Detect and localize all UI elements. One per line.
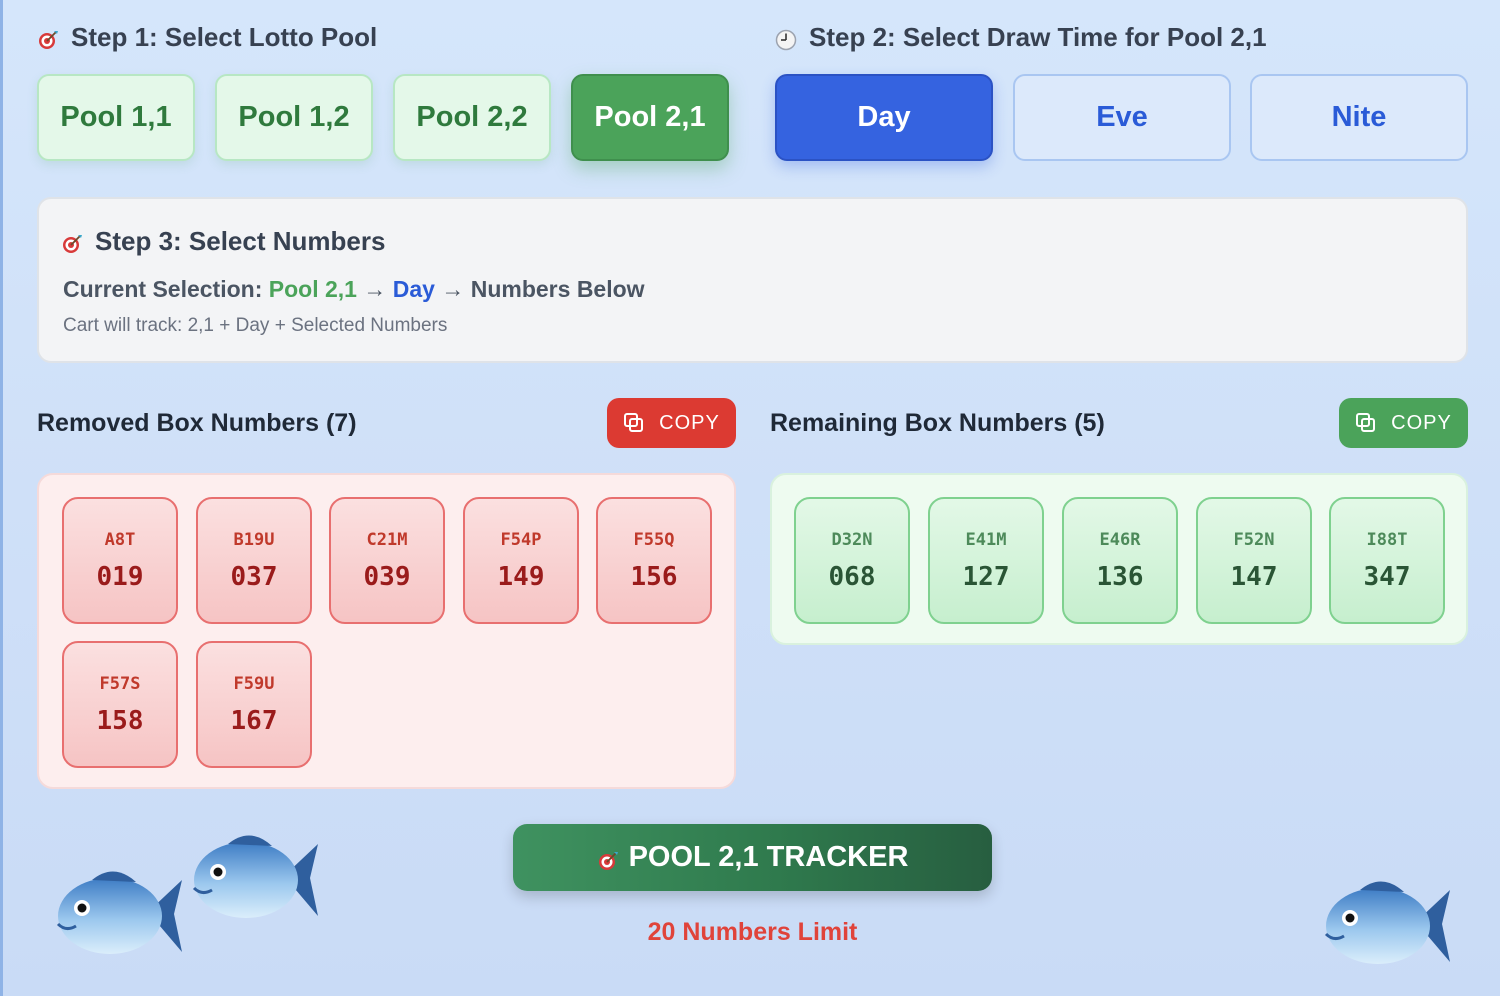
copy-removed-button[interactable]: COPY bbox=[607, 398, 736, 448]
time-button-nite[interactable]: Nite bbox=[1250, 74, 1468, 161]
tile-code: F57S bbox=[99, 673, 141, 694]
tile-code: C21M bbox=[366, 529, 408, 550]
tile-code: F52N bbox=[1233, 529, 1275, 550]
step3-title: Step 3: Select Numbers bbox=[95, 226, 386, 256]
pool-button-2-2[interactable]: Pool 2,2 bbox=[393, 74, 551, 161]
time-button-eve[interactable]: Eve bbox=[1013, 74, 1231, 161]
removed-number-tile[interactable]: F55Q 156 bbox=[596, 497, 712, 624]
tile-number: 136 bbox=[1096, 561, 1144, 592]
tile-number: 147 bbox=[1230, 561, 1278, 592]
arrow-icon: → bbox=[441, 276, 465, 302]
tile-code: F54P bbox=[500, 529, 542, 550]
target-icon bbox=[61, 231, 83, 253]
removed-title: Removed Box Numbers (7) bbox=[37, 409, 357, 437]
pool-button-1-2[interactable]: Pool 1,2 bbox=[215, 74, 373, 161]
removed-number-tile[interactable]: F57S 158 bbox=[62, 641, 178, 768]
current-label: Current Selection: bbox=[63, 276, 263, 302]
pool-label: Pool 2,1 bbox=[594, 101, 706, 133]
copy-icon bbox=[1356, 413, 1376, 432]
step3-heading: Step 3: Select Numbers bbox=[61, 226, 385, 257]
pool-label: Pool 2,2 bbox=[416, 101, 528, 133]
tile-number: 347 bbox=[1363, 561, 1411, 592]
remaining-number-tile[interactable]: E46R 136 bbox=[1062, 497, 1178, 624]
copy-icon bbox=[624, 413, 644, 432]
current-selection: Current Selection: Pool 2,1 → Day → Numb… bbox=[63, 276, 645, 303]
tile-code: E46R bbox=[1099, 529, 1141, 550]
pool-button-1-1[interactable]: Pool 1,1 bbox=[37, 74, 195, 161]
copy-label: COPY bbox=[1391, 411, 1452, 434]
step2-heading: Step 2: Select Draw Time for Pool 2,1 bbox=[775, 22, 1267, 53]
step3-panel: Step 3: Select Numbers Current Selection… bbox=[37, 197, 1468, 363]
pool-button-2-1[interactable]: Pool 2,1 bbox=[571, 74, 729, 161]
removed-number-tile[interactable]: C21M 039 bbox=[329, 497, 445, 624]
tile-number: 037 bbox=[230, 561, 278, 592]
time-label: Nite bbox=[1331, 101, 1387, 133]
tile-code: I88T bbox=[1366, 529, 1408, 550]
remaining-title: Remaining Box Numbers (5) bbox=[770, 409, 1105, 437]
tile-number: 156 bbox=[630, 561, 678, 592]
current-tail: Numbers Below bbox=[470, 276, 645, 302]
pool-label: Pool 1,2 bbox=[238, 101, 350, 133]
copy-remaining-button[interactable]: COPY bbox=[1339, 398, 1468, 448]
step1-heading: Step 1: Select Lotto Pool bbox=[37, 22, 377, 53]
current-time: Day bbox=[392, 276, 435, 302]
tile-number: 127 bbox=[962, 561, 1010, 592]
remaining-number-tile[interactable]: I88T 347 bbox=[1329, 497, 1445, 624]
tile-number: 149 bbox=[497, 561, 545, 592]
remaining-number-tile[interactable]: E41M 127 bbox=[928, 497, 1044, 624]
fish-icon bbox=[1324, 881, 1450, 964]
fish-icon bbox=[56, 871, 182, 954]
tracker-label: POOL 2,1 TRACKER bbox=[628, 841, 909, 873]
tile-code: E41M bbox=[965, 529, 1007, 550]
remaining-number-tile[interactable]: F52N 147 bbox=[1196, 497, 1312, 624]
removed-numbers-panel: A8T 019 B19U 037 C21M 039 F54P 149 F55Q 156 F… bbox=[37, 473, 736, 789]
current-pool: Pool 2,1 bbox=[268, 276, 357, 302]
target-icon bbox=[597, 847, 619, 870]
tile-number: 039 bbox=[363, 561, 411, 592]
time-label: Day bbox=[857, 101, 911, 133]
removed-number-tile[interactable]: F59U 167 bbox=[196, 641, 312, 768]
tile-number: 019 bbox=[96, 561, 144, 592]
remaining-numbers-panel: D32N 068 E41M 127 E46R 136 F52N 147 I88T 347 bbox=[770, 473, 1468, 645]
pool-label: Pool 1,1 bbox=[60, 101, 172, 133]
target-icon bbox=[37, 27, 59, 49]
tile-number: 068 bbox=[828, 561, 876, 592]
cart-text: Cart will track: 2,1 + Day + Selected Nu… bbox=[63, 315, 448, 336]
tile-code: D32N bbox=[831, 529, 873, 550]
removed-number-tile[interactable]: F54P 149 bbox=[463, 497, 579, 624]
tile-code: F59U bbox=[233, 673, 275, 694]
clock-icon bbox=[775, 27, 797, 50]
arrow-icon: → bbox=[363, 276, 387, 302]
numbers-limit: 20 Numbers Limit bbox=[647, 918, 858, 946]
fish-icon bbox=[192, 835, 318, 918]
tile-code: F55Q bbox=[633, 529, 675, 550]
copy-label: COPY bbox=[659, 411, 720, 434]
tile-code: B19U bbox=[233, 529, 275, 550]
step1-title: Step 1: Select Lotto Pool bbox=[71, 22, 378, 52]
removed-number-tile[interactable]: A8T 019 bbox=[62, 497, 178, 624]
removed-number-tile[interactable]: B19U 037 bbox=[196, 497, 312, 624]
tile-number: 158 bbox=[96, 705, 144, 736]
pool-tracker-button[interactable]: POOL 2,1 TRACKER bbox=[513, 824, 992, 891]
remaining-number-tile[interactable]: D32N 068 bbox=[794, 497, 910, 624]
step2-title: Step 2: Select Draw Time for Pool 2,1 bbox=[809, 22, 1267, 52]
time-button-day[interactable]: Day bbox=[775, 74, 993, 161]
tile-code: A8T bbox=[104, 529, 136, 550]
tile-number: 167 bbox=[230, 705, 278, 736]
time-label: Eve bbox=[1096, 101, 1148, 133]
